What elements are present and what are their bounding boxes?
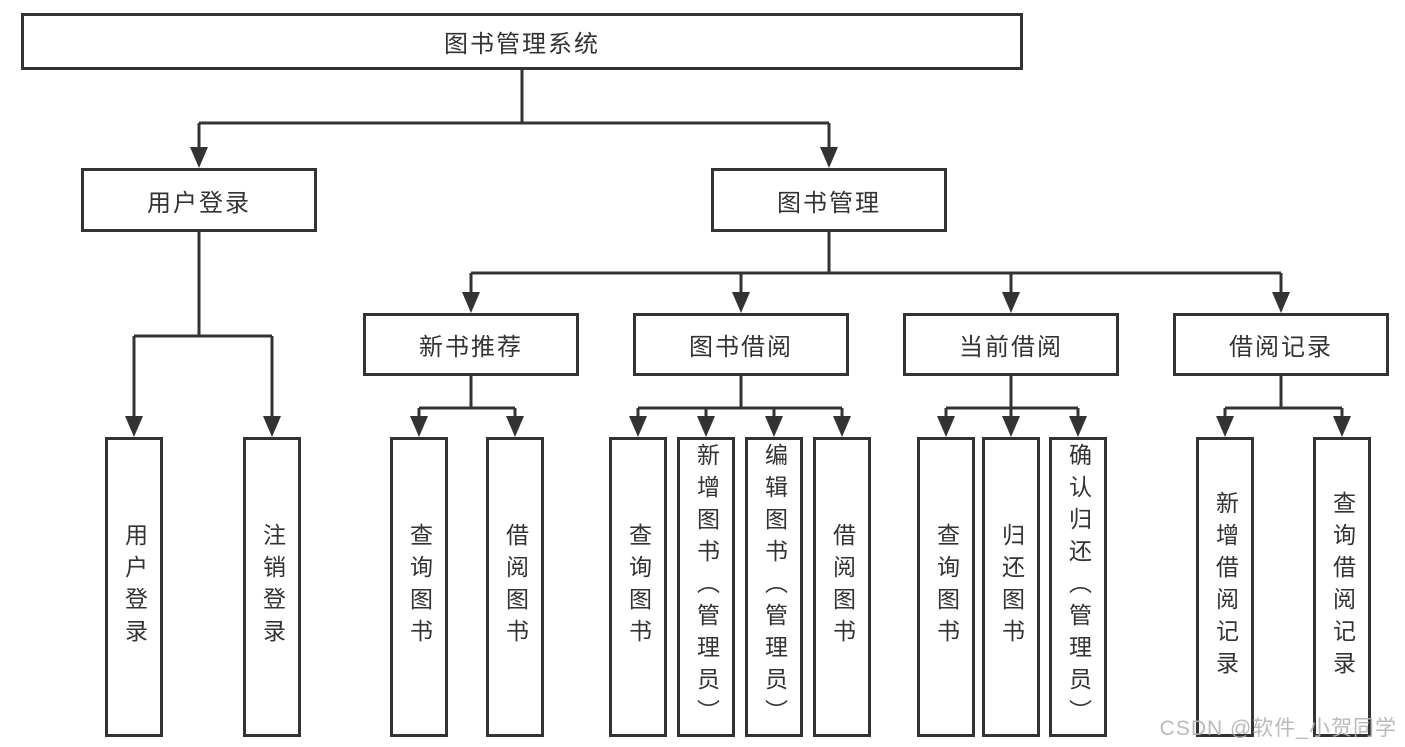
leaf-confirm-return-admin: 确认归还（管理员） xyxy=(1049,437,1107,737)
node-label: 借阅记录 xyxy=(1229,334,1333,361)
connector-borrow-records-to-children xyxy=(1223,376,1344,429)
node-borrowing-records: 借阅记录 xyxy=(1173,313,1389,376)
node-label: 查询图书 xyxy=(625,523,652,651)
node-label: 编辑图书（管理员） xyxy=(761,443,788,731)
node-label: 用户登录 xyxy=(147,189,251,217)
leaf-borrow-books-borrow: 借阅图书 xyxy=(813,437,871,737)
node-label: 当前借阅 xyxy=(959,334,1063,361)
arrowhead xyxy=(263,416,281,437)
node-new-book-recommendation: 新书推荐 xyxy=(363,313,579,376)
arrowhead xyxy=(1069,416,1087,437)
node-book-borrowing: 图书借阅 xyxy=(633,313,849,376)
arrowhead xyxy=(820,147,838,168)
node-label: 图书借阅 xyxy=(689,334,793,361)
arrowhead xyxy=(506,416,524,437)
node-label: 图书管理 xyxy=(777,189,881,217)
node-user-login: 用户登录 xyxy=(81,168,317,232)
node-label: 注销登录 xyxy=(259,523,286,651)
connector-strokes xyxy=(132,70,1344,429)
node-label: 用户登录 xyxy=(121,523,148,651)
leaf-return-books: 归还图书 xyxy=(982,437,1040,737)
connector-user-login-to-children xyxy=(132,232,274,429)
leaf-new-borrow-record: 新增借阅记录 xyxy=(1196,437,1254,737)
node-label: 查询图书 xyxy=(406,523,433,651)
arrowhead xyxy=(1333,416,1351,437)
leaf-edit-book-admin: 编辑图书（管理员） xyxy=(745,437,803,737)
arrowhead xyxy=(1002,416,1020,437)
arrowhead xyxy=(462,292,480,313)
node-book-management: 图书管理 xyxy=(711,168,947,232)
arrowhead xyxy=(937,416,955,437)
node-label: 借阅图书 xyxy=(502,523,529,651)
arrowhead xyxy=(765,416,783,437)
leaf-user-login: 用户登录 xyxy=(105,437,163,737)
leaf-query-books-borrow: 查询图书 xyxy=(609,437,667,737)
node-current-borrowing: 当前借阅 xyxy=(903,313,1119,376)
leaf-logout: 注销登录 xyxy=(243,437,301,737)
node-label: 新书推荐 xyxy=(419,334,523,361)
arrowheads xyxy=(125,147,1351,437)
connector-book-borrow-to-children xyxy=(636,376,844,429)
arrowhead xyxy=(1272,292,1290,313)
node-label: 新增图书（管理员） xyxy=(693,443,720,731)
arrowhead xyxy=(629,416,647,437)
arrowhead xyxy=(1002,292,1020,313)
arrowhead xyxy=(125,416,143,437)
arrowhead xyxy=(732,292,750,313)
connector-new-book-to-children xyxy=(417,376,517,429)
node-label: 借阅图书 xyxy=(829,523,856,651)
leaf-query-borrow-record: 查询借阅记录 xyxy=(1313,437,1371,737)
node-label: 新增借阅记录 xyxy=(1212,491,1239,683)
node-label: 查询借阅记录 xyxy=(1329,491,1356,683)
arrowhead xyxy=(190,147,208,168)
leaf-query-books-recommend: 查询图书 xyxy=(390,437,448,737)
arrowhead xyxy=(1216,416,1234,437)
connector-book-management-to-level3 xyxy=(469,232,1283,305)
node-label: 归还图书 xyxy=(998,523,1025,651)
arrowhead xyxy=(697,416,715,437)
arrowhead xyxy=(833,416,851,437)
leaf-query-books-current: 查询图书 xyxy=(917,437,975,737)
node-label: 确认归还（管理员） xyxy=(1065,443,1092,731)
node-library-management-system: 图书管理系统 xyxy=(21,13,1023,70)
node-label: 查询图书 xyxy=(933,523,960,651)
leaf-add-book-admin: 新增图书（管理员） xyxy=(677,437,735,737)
csdn-watermark: CSDN @软件_小贺同学 xyxy=(1159,717,1397,740)
arrowhead xyxy=(410,416,428,437)
leaf-borrow-books-recommend: 借阅图书 xyxy=(486,437,544,737)
node-label: 图书管理系统 xyxy=(444,31,600,58)
connector-root-to-level2 xyxy=(197,70,831,160)
